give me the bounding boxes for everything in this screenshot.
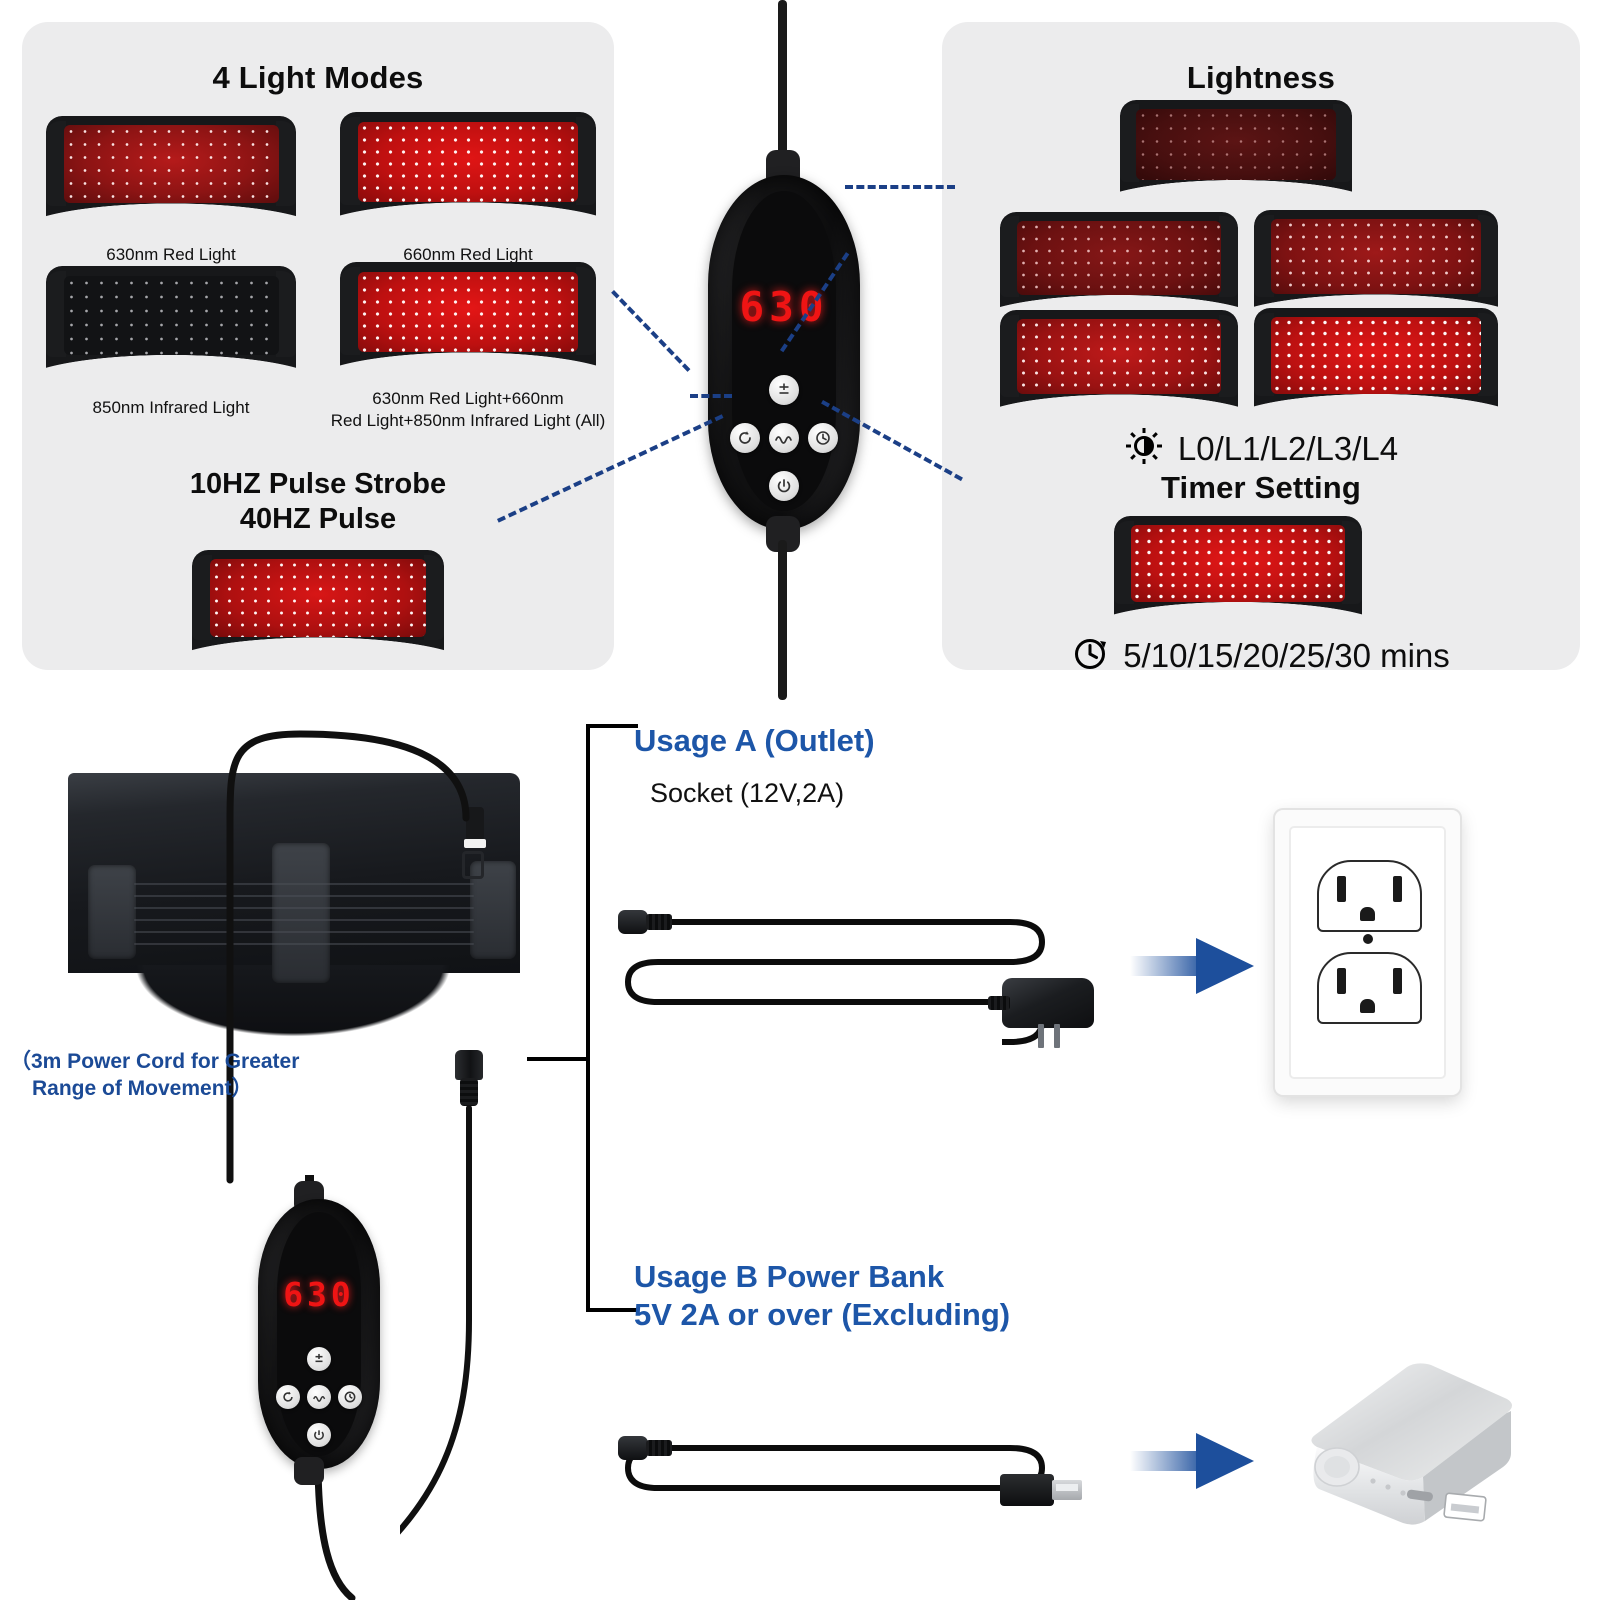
leader-line-display [845, 185, 955, 189]
bottom-strain-relief-bottom [294, 1457, 324, 1485]
usage-b-heading: Usage B Power Bank 5V 2A or over (Exclud… [634, 1258, 1104, 1334]
clock-icon [1072, 634, 1110, 677]
belt-connector-band [464, 839, 486, 848]
power-button[interactable] [769, 471, 799, 501]
bottom-brightness-cycle-button[interactable] [276, 1385, 300, 1409]
usb-a-plug [1000, 1474, 1082, 1506]
outlet-socket-bottom[interactable] [1317, 952, 1422, 1024]
arrow-to-power-bank-icon [1130, 1425, 1260, 1497]
controller-bottom-cord [778, 540, 787, 700]
lightness-pad-l2 [1254, 210, 1498, 324]
brightness-cycle-button[interactable] [730, 423, 760, 453]
lightness-levels-row: L0/L1/L2/L3/L4 [942, 426, 1580, 471]
wall-outlet [1275, 810, 1460, 1095]
lightness-pad-l3 [1000, 310, 1238, 424]
usage-a-heading: Usage A (Outlet) [634, 723, 875, 758]
power-bank [1255, 1355, 1525, 1570]
led-pad-850nm-label: 850nm Infrared Light [92, 398, 250, 417]
lightness-timer-panel: Lightness [942, 22, 1580, 674]
led-pad-630nm [46, 116, 296, 234]
mode-wave-button[interactable] [769, 423, 799, 453]
light-modes-panel: 4 Light Modes 630nm Red Light 660nm Red … [22, 22, 614, 670]
controller-face [732, 191, 836, 511]
led-pad-all-modes [340, 262, 596, 384]
bracket-spine [586, 726, 590, 1310]
usage-b-heading-line1: Usage B Power Bank [634, 1259, 945, 1294]
bracket-arm-top [586, 724, 638, 728]
belt-cable-connector [466, 807, 484, 841]
lightness-levels-label: L0/L1/L2/L3/L4 [1177, 429, 1399, 467]
timer-setting-title: Timer Setting [1160, 470, 1362, 505]
lightness-pad-l1 [1000, 212, 1238, 324]
led-pad-all-modes-label: 630nm Red Light+660nm Red Light+850nm In… [322, 388, 614, 432]
leader-line-mode-button-h [690, 394, 732, 398]
belt-strap-center [272, 843, 330, 983]
cord-length-note: （3m Power Cord for Greater Range of Move… [10, 1048, 320, 1103]
usb-cable-dc-end [618, 1434, 674, 1462]
pulse-strobe-title-line2: 40HZ Pulse [239, 503, 397, 535]
bracket-arm-bottom [586, 1308, 638, 1312]
arrow-to-outlet-icon [1130, 930, 1260, 1002]
timer-durations-label: 5/10/15/20/25/30 mins [1123, 636, 1450, 674]
belt-strap-left [88, 865, 136, 959]
led-pad-630nm-label: 630nm Red Light [106, 245, 236, 264]
cord-length-note-line2: Range of Movement） [32, 1077, 253, 1101]
bottom-mode-wave-button[interactable] [307, 1385, 331, 1409]
leader-line-mode-button [611, 290, 691, 372]
controller-body: 630 [708, 175, 860, 530]
light-modes-title: 4 Light Modes [212, 60, 424, 95]
led-pad-all-modes-label-text: 630nm Red Light+660nm Red Light+850nm In… [330, 389, 606, 431]
belt-cable-loop [462, 851, 484, 879]
cord-length-note-line1: （3m Power Cord for Greater [10, 1050, 300, 1073]
timer-pad [1114, 516, 1362, 632]
led-pad-660nm [340, 112, 596, 234]
usage-a-subtitle: Socket (12V,2A) [650, 778, 845, 808]
led-pad-850nm [46, 266, 296, 386]
led-pad-pulse [192, 550, 444, 668]
controller-assembly-bottom: 630 [250, 1175, 400, 1485]
dc-cable-female-end [618, 908, 674, 936]
led-pad-660nm-label: 660nm Red Light [403, 245, 533, 264]
controller-assembly: 630 [690, 0, 880, 700]
controller-top-cord [778, 0, 787, 190]
pulse-strobe-title-line1: 10HZ Pulse Strobe [189, 468, 447, 500]
red-light-therapy-belt [60, 755, 530, 1045]
plus-minus-button[interactable] [769, 375, 799, 405]
adapter-prong-right [1054, 1024, 1060, 1048]
bottom-power-button[interactable] [307, 1423, 331, 1447]
ac-wall-adapter [988, 978, 1094, 1048]
bracket-stem [527, 1057, 589, 1061]
timer-clock-button[interactable] [808, 423, 838, 453]
dc-female-connector [455, 1050, 483, 1108]
bottom-plus-minus-button[interactable] [307, 1347, 331, 1371]
timer-durations-row: 5/10/15/20/25/30 mins [942, 634, 1580, 677]
lightness-pad-l0 [1120, 100, 1352, 208]
bottom-controller-body: 630 [258, 1199, 380, 1469]
bottom-timer-clock-button[interactable] [338, 1385, 362, 1409]
outlet-socket-top[interactable] [1317, 860, 1422, 932]
brightness-icon [1124, 426, 1164, 471]
controller-display: 630 [739, 283, 829, 331]
lightness-title: Lightness [1186, 60, 1336, 95]
bottom-controller-face [277, 1212, 361, 1456]
outlet-center-screw [1363, 934, 1373, 944]
usage-b-heading-line2: 5V 2A or over (Excluding) [634, 1296, 1011, 1332]
bottom-controller-display: 630 [283, 1275, 355, 1314]
adapter-prong-left [1038, 1024, 1044, 1048]
lightness-pad-l4 [1254, 308, 1498, 424]
